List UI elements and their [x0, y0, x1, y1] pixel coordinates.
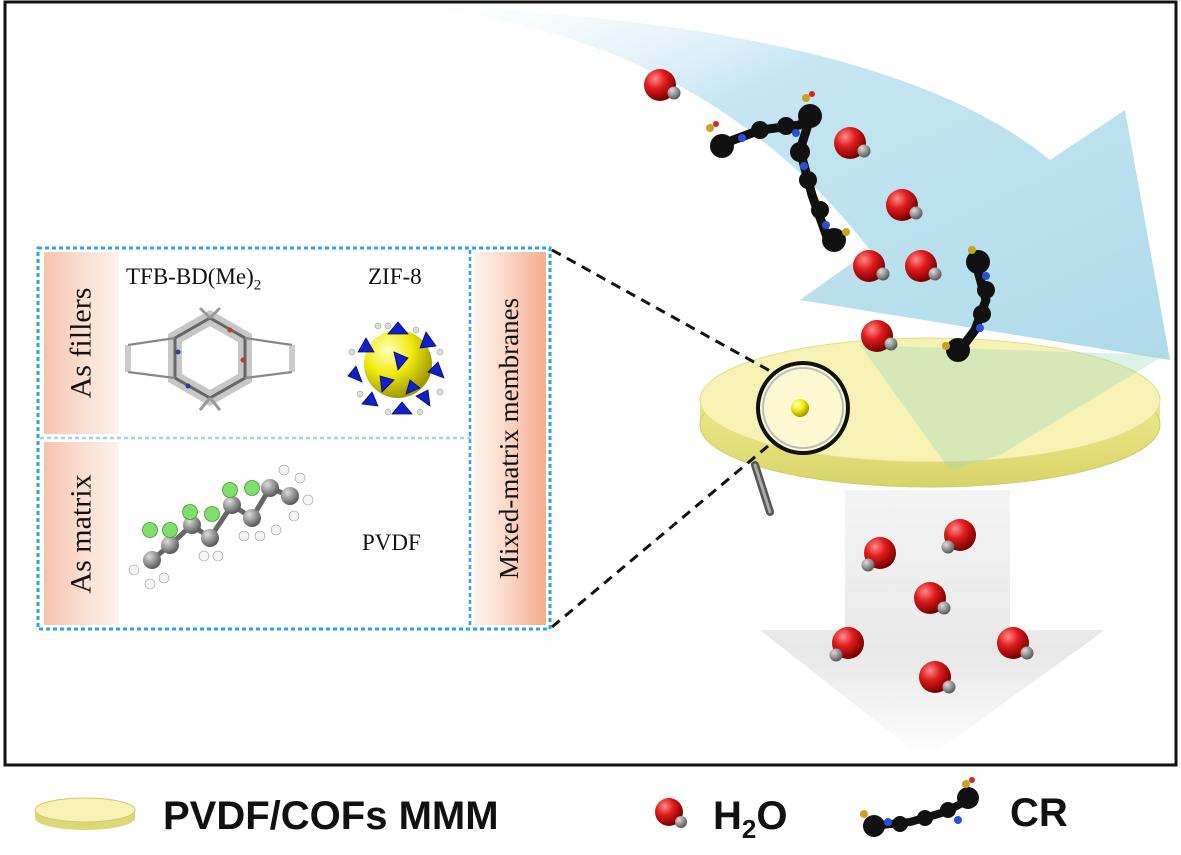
label-as-matrix: As matrix [64, 473, 98, 594]
legend-water-icon [655, 798, 687, 828]
label-as-fillers: As fillers [64, 287, 98, 399]
label-pvdf: PVDF [362, 530, 421, 555]
cr-dye-molecules [706, 91, 995, 362]
zoom-line-top [551, 248, 773, 374]
water-molecules-permeate [829, 519, 1034, 694]
legend-cr-icon [860, 777, 979, 837]
water-molecules-feed [644, 69, 942, 352]
legend-membrane-label: PVDF/COFs MMM [163, 794, 499, 838]
inset-panel [36, 246, 552, 631]
figure-frame [3, 0, 1178, 767]
legend-cr-label: CR [1010, 791, 1068, 835]
zif8-structure [347, 321, 445, 416]
side-panel-membranes [474, 252, 546, 625]
legend-water-label: H2O [713, 794, 788, 844]
label-cof: TFB-BD(Me)2 [126, 264, 262, 294]
cof-structure [125, 306, 295, 411]
side-panel-matrix [44, 442, 119, 625]
pvdf-chain [128, 464, 314, 590]
magnifier-icon [751, 361, 850, 516]
label-zif8: ZIF-8 [368, 264, 422, 289]
zoom-line-bottom [551, 444, 769, 629]
legend-membrane-icon [34, 797, 136, 830]
side-panel-fillers [44, 252, 119, 434]
permeate-arrow [760, 490, 1105, 760]
label-mixed-matrix-membranes: Mixed-matrix membranes [494, 297, 525, 580]
